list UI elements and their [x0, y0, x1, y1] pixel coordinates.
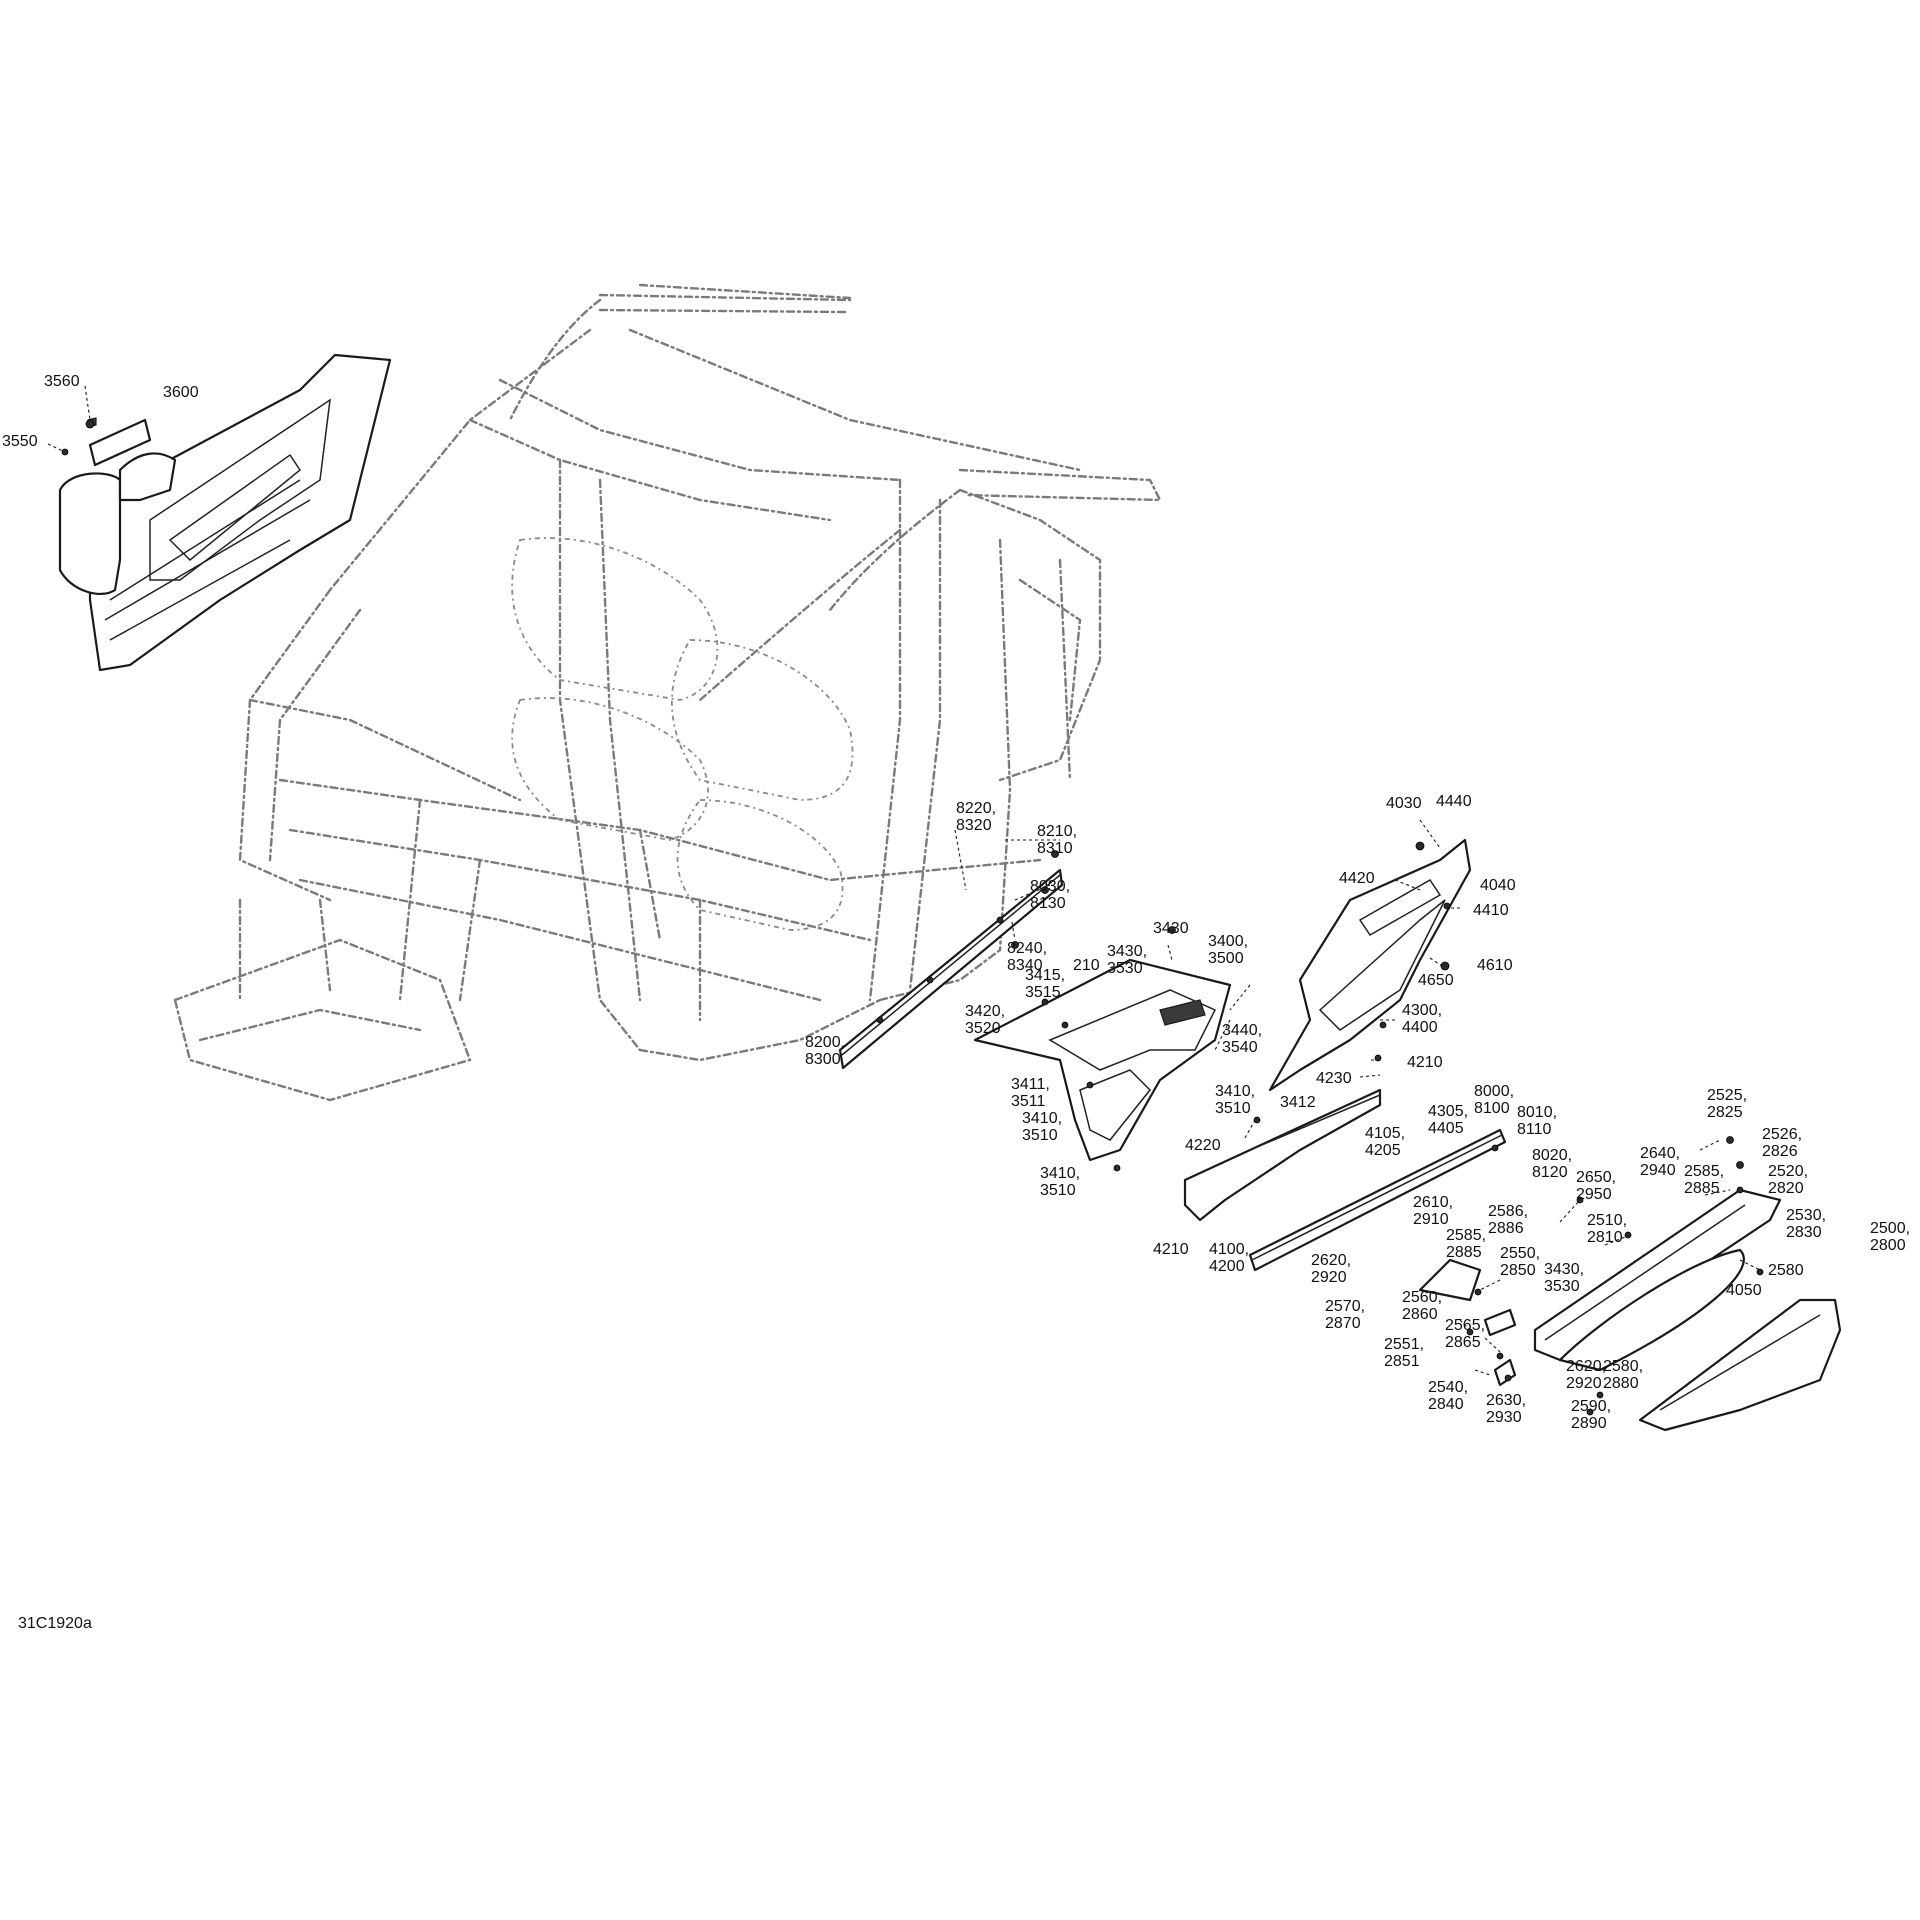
callout-label: 2585,2885 — [1446, 1227, 1486, 1261]
callout-label: 2540,2840 — [1428, 1379, 1468, 1413]
callout-label: 4650 — [1418, 972, 1454, 989]
center-side-panel — [973, 958, 1232, 1162]
callout-label: 3550 — [2, 433, 38, 450]
callout-label: 3430 — [1153, 920, 1189, 937]
callout-label: 2530,2830 — [1786, 1207, 1826, 1241]
callout-label: 2565,2865 — [1445, 1317, 1485, 1351]
callout-label: 8030,8130 — [1030, 878, 1070, 912]
callout-labels: 3560 3600 3550 8220,8320 8210,8310 8030,… — [2, 373, 1910, 1432]
leader-lines — [47, 385, 1761, 1376]
callout-label: 4220 — [1185, 1137, 1221, 1154]
callout-label: 3410,3510 — [1040, 1165, 1080, 1199]
callout-label: 3430,3530 — [1544, 1261, 1584, 1295]
callout-label: 2650,2950 — [1576, 1169, 1616, 1203]
callout-label: 2590,2890 — [1571, 1398, 1611, 1432]
callout-label: 4210 — [1407, 1054, 1443, 1071]
door-panel — [1638, 1298, 1842, 1432]
callout-label: 8210,8310 — [1037, 823, 1077, 857]
callout-label: 2500,2800 — [1870, 1220, 1910, 1254]
callout-label: 2580,2880 — [1603, 1358, 1643, 1392]
callout-label: 3410,3510 — [1215, 1083, 1255, 1117]
callout-label: 2580 — [1768, 1262, 1804, 1279]
callout-label: 4030 — [1386, 795, 1422, 812]
callout-label: 2620,2920 — [1311, 1252, 1351, 1286]
callout-label: 2551,2851 — [1384, 1336, 1424, 1370]
fasteners — [61, 419, 1764, 1416]
callout-label: 3415,3515 — [1025, 967, 1065, 1001]
callout-label: 4100,4200 — [1209, 1241, 1249, 1275]
callout-label: 8010,8110 — [1517, 1104, 1557, 1138]
vehicle-frame — [173, 283, 1162, 1102]
callout-label: 2640,2940 — [1640, 1145, 1680, 1179]
callout-label: 210 — [1073, 957, 1100, 974]
callout-label: 3440,3540 — [1222, 1022, 1262, 1056]
callout-label: 2570,2870 — [1325, 1298, 1365, 1332]
callout-label: 4610 — [1477, 957, 1513, 974]
callout-label: 4300,4400 — [1402, 1002, 1442, 1036]
callout-label: 2630,2930 — [1486, 1392, 1526, 1426]
callout-label: 2520,2820 — [1768, 1163, 1808, 1197]
callout-label: 2526,2826 — [1762, 1126, 1802, 1160]
rear-side-panel — [1268, 838, 1472, 1092]
callout-label: 8200,8300 — [805, 1034, 845, 1068]
callout-label: 3410,3510 — [1022, 1110, 1062, 1144]
callout-label: 3411,3511 — [1011, 1076, 1050, 1110]
callout-label: 8240,8340 — [1007, 940, 1047, 974]
callout-label: 2586,2886 — [1488, 1203, 1528, 1237]
callout-label: 8000,8100 — [1474, 1083, 1514, 1117]
door-frame — [1533, 1188, 1782, 1372]
callout-label: 2550,2850 — [1500, 1245, 1540, 1279]
callout-label: 3600 — [163, 384, 199, 401]
figure-id: 31C1920a — [18, 1615, 92, 1632]
callout-label: 3412 — [1280, 1094, 1316, 1111]
callout-label: 2525,2825 — [1707, 1087, 1747, 1121]
callout-label: 4050 — [1726, 1282, 1762, 1299]
lower-rocker-panel — [1183, 1088, 1382, 1222]
callout-label: 2585,2885 — [1684, 1163, 1724, 1197]
callout-label: 4440 — [1436, 793, 1472, 810]
callout-label: 3400,3500 — [1208, 933, 1248, 967]
door-latch-bracket — [1418, 1258, 1517, 1387]
callout-label: 4305,4405 — [1428, 1103, 1468, 1137]
callout-label: 2610,2910 — [1413, 1194, 1453, 1228]
callout-label: 3430,3530 — [1107, 943, 1147, 977]
callout-label: 4230 — [1316, 1070, 1352, 1087]
side-rail-upper — [838, 868, 1064, 1070]
callout-label: 3560 — [44, 373, 80, 390]
callout-label: 8020,8120 — [1532, 1147, 1572, 1181]
callout-label: 8220,8320 — [956, 800, 996, 834]
callout-label: 4210 — [1153, 1241, 1189, 1258]
side-rail-lower — [1248, 1128, 1507, 1272]
callout-label: 4410 — [1473, 902, 1509, 919]
callout-label: 4105,4205 — [1365, 1125, 1405, 1159]
callout-label: 2510,2810 — [1587, 1212, 1627, 1246]
upper-door-panel-assembly — [58, 353, 392, 672]
callout-label: 2620,2920 — [1566, 1358, 1606, 1392]
callout-label: 2560,2860 — [1402, 1289, 1442, 1323]
callout-label: 3420,3520 — [965, 1003, 1005, 1037]
callout-label: 4420 — [1339, 870, 1375, 887]
callout-label: 4040 — [1480, 877, 1516, 894]
